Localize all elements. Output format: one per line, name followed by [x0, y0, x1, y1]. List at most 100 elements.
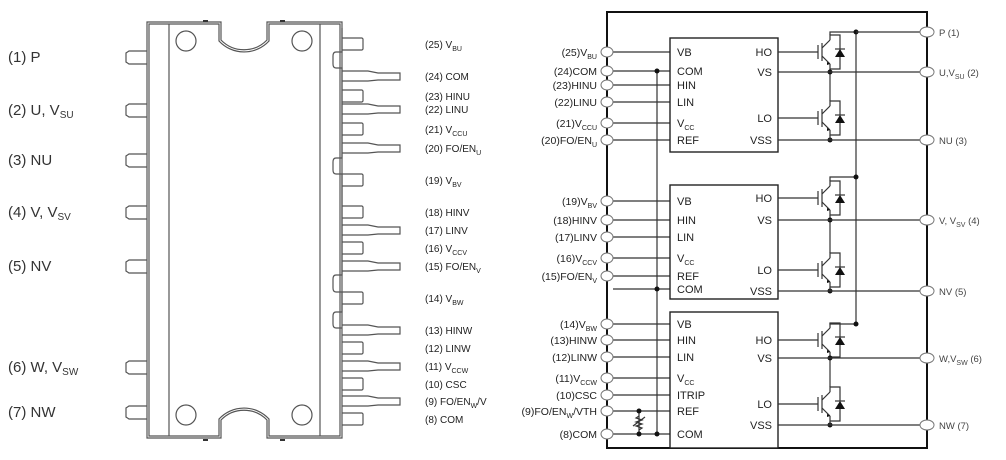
emitter: [821, 201, 831, 211]
diode-icon: [835, 267, 845, 275]
input-pin-label: (11)VCCW: [555, 373, 597, 387]
input-terminal-11: (11)VCCW: [555, 372, 614, 387]
package-pin-14: (14) VBW: [342, 291, 464, 307]
package-pin-label: (16) VCCV: [425, 244, 467, 257]
emitter-arrow: [827, 208, 830, 211]
low-side-igbt-u: [817, 100, 845, 136]
output-terminal-5: NV (5): [778, 285, 966, 298]
driver-pin-ho: HO: [756, 335, 773, 347]
pin-lead: [342, 103, 401, 115]
mounting-hole: [291, 30, 313, 52]
pin-lead: [125, 405, 147, 420]
input-terminal-13: (13)HINW: [550, 334, 614, 347]
pin-lead: [342, 70, 401, 82]
package-pin-label: (21) VCCU: [425, 125, 467, 138]
emitter-arrow: [827, 350, 830, 353]
driver-pin-itrip: ITRIP: [677, 390, 705, 402]
package-pin-17: (17) LINV: [342, 224, 468, 237]
input-pin-label: (19)VBV: [562, 196, 597, 210]
driver-pin-ref: REF: [677, 135, 699, 147]
driver-pin-vs: VS: [757, 67, 772, 79]
package-pin-label: (1) P: [8, 49, 41, 66]
package-pin-1: (1) P: [8, 49, 147, 66]
schematic-input-pins: (25)VBU(24)COM(23)HINU(22)LINU(21)VCCU(2…: [522, 46, 614, 441]
half-bridge-w: [778, 321, 859, 428]
package-pin-16: (16) VCCV: [342, 241, 467, 257]
junction-dot: [654, 431, 660, 437]
junction-dot: [654, 68, 660, 74]
package-pin-label: (23) HINU: [425, 92, 470, 103]
emitter: [821, 273, 831, 283]
package-left-pins: (1) P(2) U, VSU(3) NU(4) V, VSV(5) NV(6)…: [8, 49, 147, 421]
driver-pin-vb: VB: [677, 319, 692, 331]
package-right-pins: (25) VBU(24) COM(23) HINU(22) LINU(21) V…: [332, 28, 487, 426]
input-terminal-25: (25)VBU: [562, 46, 614, 61]
driver-pin-com: COM: [677, 429, 703, 441]
driver-pin-vss: VSS: [750, 420, 772, 432]
driver-pin-vcc: VCC: [677, 253, 694, 267]
p-bus-tap: [829, 323, 856, 325]
input-terminal-18: (18)HINV: [553, 214, 614, 227]
collector: [821, 185, 831, 195]
package-pin-2: (2) U, VSU: [8, 102, 147, 121]
output-terminal-1: P (1): [856, 26, 959, 39]
input-terminal-24: (24)COM: [554, 65, 614, 78]
package-pin-15: (15) FO/ENV: [342, 260, 481, 275]
package-pin-label: (24) COM: [425, 72, 469, 83]
package-pin-label: (11) VCCW: [425, 362, 469, 375]
terminal-circle: [600, 334, 614, 346]
package-pin-label: (7) NW: [8, 404, 56, 421]
terminal-circle: [600, 79, 614, 91]
package-pin-24: (24) COM: [342, 70, 469, 83]
driver-pin-lo: LO: [757, 399, 772, 411]
input-pin-label: (9)FO/ENW/VTH: [522, 406, 597, 420]
gate-drivers: VBCOMHINLINVCCREFHOVSLOVSSVBHINLINVCCREF…: [669, 37, 779, 449]
package-pin-label: (20) FO/ENU: [425, 144, 481, 157]
driver-pin-lo: LO: [757, 265, 772, 277]
terminal-circle: [600, 351, 614, 363]
terminal-circle: [600, 96, 614, 108]
input-terminal-15: (15)FO/ENV: [542, 270, 614, 285]
pin-lead: [125, 205, 147, 220]
output-terminal-7: NW (7): [778, 419, 969, 432]
high-side-igbt-w: [817, 322, 845, 358]
low-side-igbt-v: [817, 252, 845, 288]
package-pin-label: (14) VBW: [425, 294, 464, 307]
pin-lead: [125, 153, 147, 168]
package-pin-8: (8) COM: [342, 412, 463, 426]
driver-pin-ho: HO: [756, 193, 773, 205]
terminal-circle: [919, 214, 935, 226]
output-pin-label: NV (5): [939, 287, 966, 298]
output-terminal-6: W,VSW (6): [778, 352, 982, 367]
emitter-arrow: [827, 62, 830, 65]
driver-pin-hin: HIN: [677, 215, 696, 227]
driver-pin-vb: VB: [677, 47, 692, 59]
input-pin-label: (22)LINU: [554, 97, 597, 109]
junction-dot: [853, 321, 859, 327]
output-pin-label: V, VSV (4): [939, 216, 980, 229]
driver-pin-lin: LIN: [677, 352, 694, 364]
pin-lead: [342, 377, 364, 391]
package-pin-9: (9) FO/ENW/V: [342, 395, 487, 410]
driver-pin-vss: VSS: [750, 135, 772, 147]
driver-ic-box: [669, 184, 779, 300]
terminal-circle: [600, 46, 614, 58]
driver-pin-vcc: VCC: [677, 118, 694, 132]
package-pin-6: (6) W, VSW: [8, 359, 147, 378]
package-pin-label: (15) FO/ENV: [425, 262, 481, 275]
output-terminal-4: V, VSV (4): [778, 214, 980, 229]
mounting-hole: [175, 30, 197, 52]
igbt-switches: [778, 29, 859, 428]
pin-lead: [342, 324, 401, 336]
package-pin-label: (25) VBU: [425, 40, 462, 53]
driver-ic-box: [669, 311, 779, 449]
package-pin-21: (21) VCCU: [342, 122, 467, 138]
driver-pin-ref: REF: [677, 271, 699, 283]
package-pin-label: (9) FO/ENW/V: [425, 397, 487, 410]
terminal-circle: [600, 195, 614, 207]
input-pin-label: (21)VCCU: [556, 118, 597, 132]
pin-lead: [342, 142, 401, 154]
terminal-circle: [600, 428, 614, 440]
input-pin-label: (15)FO/ENV: [542, 271, 598, 285]
